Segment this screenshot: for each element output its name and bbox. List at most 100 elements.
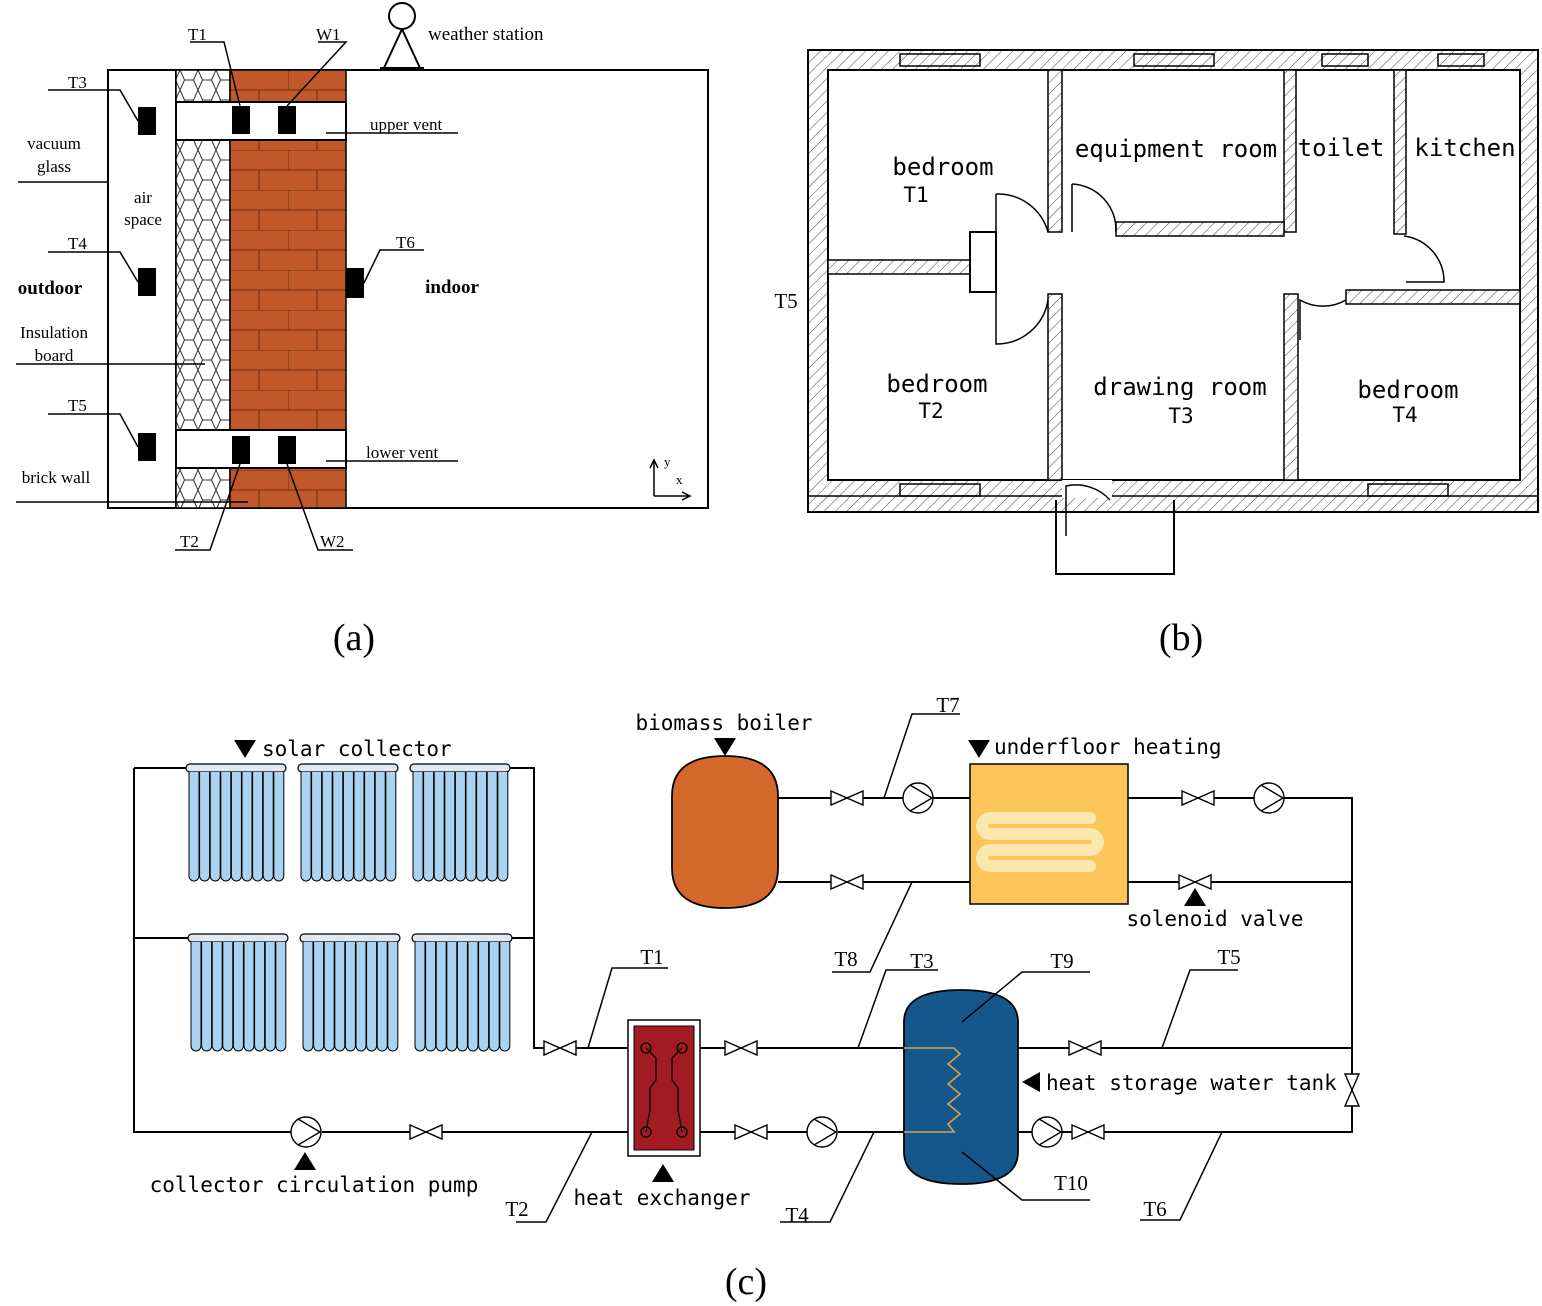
valve-icon — [1181, 789, 1215, 807]
valve-icon — [1068, 1039, 1102, 1057]
brick-wall-label: brick wall — [22, 468, 91, 487]
solar-collector-label: solar collector — [262, 737, 452, 761]
axis-x-label: x — [676, 472, 683, 487]
panel-a-wall-section: weather station T1 W1 T3 T4 T5 T6 T2 W2 … — [16, 2, 709, 659]
valve-icon — [1071, 1123, 1105, 1141]
pump-icon — [1253, 782, 1285, 814]
sensor-w1 — [278, 106, 296, 134]
solar-collector-module — [299, 933, 401, 1052]
indoor-label: indoor — [425, 277, 479, 298]
xy-axes-icon — [649, 458, 692, 501]
pump-icon — [290, 1116, 322, 1148]
heat-exchanger-label: heat exchanger — [573, 1186, 750, 1210]
collector-circulation-pump-label: collector circulation pump — [150, 1173, 479, 1197]
lower-vent — [175, 429, 347, 469]
room-drawing-label: drawing room — [1093, 373, 1266, 401]
upper-vent — [175, 101, 347, 141]
insulation-board-label-2: board — [35, 346, 74, 365]
label-c-t9: T9 — [1050, 949, 1073, 973]
air-space-label-2: space — [124, 210, 162, 229]
solar-collector-module — [409, 763, 511, 882]
weather-station-icon — [380, 2, 424, 69]
doors — [995, 183, 1445, 536]
solar-collector-module — [187, 933, 289, 1052]
axis-y-label: y — [664, 454, 671, 469]
air-space-label-1: air — [134, 188, 152, 207]
label-c-t4: T4 — [785, 1203, 809, 1227]
heat-storage-water-tank-label: heat storage water tank — [1046, 1071, 1337, 1095]
label-c-t2: T2 — [505, 1197, 528, 1221]
sensor-t5 — [138, 433, 156, 461]
label-c-t7: T7 — [936, 693, 959, 717]
room-bedroom-2-label: bedroom — [886, 370, 987, 398]
label-a-t5: T5 — [68, 396, 87, 415]
heat-storage-water-tank — [903, 989, 1019, 1185]
entrance-porch — [1055, 500, 1175, 575]
label-a-t1: T1 — [188, 25, 207, 44]
tank-coil — [904, 1047, 962, 1133]
room-drawing-sensor: T3 — [1168, 404, 1193, 428]
room-bedroom-2-sensor: T2 — [918, 399, 943, 423]
indicator-triangles — [234, 738, 1206, 1182]
label-c-t8: T8 — [834, 947, 857, 971]
valve-icon — [830, 789, 864, 807]
room-bedroom-4-label: bedroom — [1357, 376, 1458, 404]
valve-icon — [724, 1039, 758, 1057]
solar-collector-module — [297, 763, 399, 882]
room-bedroom-4-sensor: T4 — [1392, 403, 1417, 427]
caption-b: (b) — [1159, 617, 1203, 659]
label-a-t3: T3 — [68, 73, 87, 92]
biomass-boiler-label: biomass boiler — [635, 711, 812, 735]
outer-wall — [807, 49, 1539, 513]
valve-icon — [830, 873, 864, 891]
label-c-t1: T1 — [640, 945, 663, 969]
sensor-t1 — [232, 106, 250, 134]
label-c-t6: T6 — [1143, 1197, 1166, 1221]
sensor-t6 — [346, 268, 364, 298]
valve-icon — [734, 1123, 768, 1141]
windows — [899, 53, 1485, 497]
label-a-t4: T4 — [68, 234, 87, 253]
biomass-boiler — [671, 755, 779, 909]
pump-icon — [902, 782, 934, 814]
valve-icon — [409, 1123, 443, 1141]
outdoor-label: outdoor — [18, 278, 83, 299]
label-c-t3: T3 — [910, 949, 933, 973]
weather-station-label: weather station — [428, 24, 544, 45]
lower-vent-label: lower vent — [366, 443, 439, 462]
label-a-w2: W2 — [320, 532, 345, 551]
wall-outline — [107, 69, 709, 509]
insulation-board-label-1: Insulation — [20, 323, 88, 342]
solar-collector-array — [185, 763, 513, 1052]
label-a-w1: W1 — [316, 25, 341, 44]
vacuum-glass-label-1: vacuum — [27, 134, 81, 153]
room-equipment-label: equipment room — [1075, 135, 1277, 163]
caption-a: (a) — [333, 617, 375, 659]
pumps-and-valves — [290, 782, 1361, 1148]
label-a-t2: T2 — [180, 532, 199, 551]
room-kitchen-label: kitchen — [1414, 134, 1515, 162]
panel-b-floor-plan: bedroom T1 equipment room toilet kitchen… — [774, 49, 1539, 659]
room-bedroom-1-label: bedroom — [892, 153, 993, 181]
solar-collector-module — [185, 763, 287, 882]
solenoid-valve-label: solenoid valve — [1126, 907, 1303, 931]
sensor-t3 — [138, 107, 156, 135]
room-bedroom-1-sensor: T1 — [903, 183, 928, 207]
valve-icon — [1178, 873, 1212, 891]
valve-icon — [543, 1039, 577, 1057]
caption-c: (c) — [725, 1261, 767, 1303]
pump-icon — [806, 1116, 838, 1148]
underfloor-heating-label: underfloor heating — [994, 735, 1222, 759]
room-toilet-label: toilet — [1298, 134, 1385, 162]
label-a-t6: T6 — [396, 233, 415, 252]
label-c-t10: T10 — [1054, 1171, 1088, 1195]
sensor-t4 — [138, 268, 156, 296]
label-c-t5: T5 — [1217, 945, 1240, 969]
valve-icon — [1343, 1073, 1361, 1107]
panel-c-heating-system: solar collector biomass boiler underfloo… — [133, 693, 1361, 1303]
vacuum-glass-label-2: glass — [37, 157, 71, 176]
sensor-w2 — [278, 436, 296, 464]
upper-vent-label: upper vent — [370, 115, 443, 134]
outdoor-sensor-t5-label: T5 — [774, 289, 797, 313]
